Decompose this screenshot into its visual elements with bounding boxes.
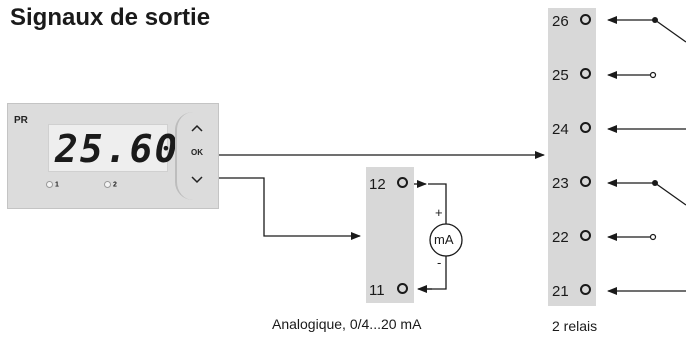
terminal-24: 24 bbox=[552, 121, 591, 138]
terminal-26: 26 bbox=[552, 13, 591, 30]
up-button[interactable] bbox=[181, 120, 213, 138]
led-label: 2 bbox=[113, 181, 117, 189]
terminal-21: 21 bbox=[552, 283, 591, 300]
brand-logo: PR bbox=[14, 115, 28, 126]
panel-display-unit: PR 25.60 1 2 OK bbox=[7, 103, 219, 209]
milliammeter-label: mA bbox=[434, 232, 454, 247]
analog-signal-arrow bbox=[219, 177, 361, 240]
chevron-down-icon bbox=[191, 176, 203, 184]
terminal-25: 25 bbox=[552, 67, 591, 84]
lcd-display: 25.60 bbox=[48, 124, 177, 172]
terminal-screw-icon bbox=[397, 177, 408, 188]
terminal-23: 23 bbox=[552, 175, 591, 192]
contact-open-icon bbox=[649, 71, 657, 79]
contact-pivot-icon bbox=[652, 17, 658, 23]
terminal-screw-icon bbox=[580, 14, 591, 25]
terminal-screw-icon bbox=[580, 68, 591, 79]
terminal-22: 22 bbox=[552, 229, 591, 246]
led-indicator-icon bbox=[104, 181, 111, 188]
terminal-screw-icon bbox=[397, 283, 408, 294]
relay-switch-1 bbox=[654, 19, 686, 43]
loop-wire-top bbox=[428, 183, 447, 224]
page-title: Signaux de sortie bbox=[10, 4, 211, 31]
relay-led-2: 2 bbox=[104, 181, 117, 188]
terminal-11: 11 bbox=[369, 282, 408, 299]
minus-sign: - bbox=[437, 255, 442, 270]
chevron-up-icon bbox=[191, 124, 203, 132]
led-indicator-icon bbox=[46, 181, 53, 188]
down-button[interactable] bbox=[181, 172, 213, 190]
contact-pivot-icon bbox=[652, 180, 658, 186]
terminal-screw-icon bbox=[580, 122, 591, 133]
terminal-12: 12 bbox=[369, 176, 408, 193]
loop-wire-bottom bbox=[424, 256, 447, 290]
contact-open-icon bbox=[649, 233, 657, 241]
keypad: OK bbox=[175, 112, 215, 200]
analog-terminal-strip bbox=[366, 167, 414, 303]
relay-switch-2 bbox=[654, 182, 686, 206]
led-label: 1 bbox=[55, 181, 59, 189]
relay-caption: 2 relais bbox=[552, 318, 598, 334]
terminal-screw-icon bbox=[580, 284, 591, 295]
display-reading: 25.60 bbox=[55, 127, 180, 171]
milliammeter-icon bbox=[429, 223, 463, 257]
relay-terminal-strip bbox=[548, 8, 596, 306]
relay-led-1: 1 bbox=[46, 181, 59, 188]
analog-caption: Analogique, 0/4...20 mA bbox=[272, 316, 422, 332]
ok-button[interactable]: OK bbox=[191, 148, 203, 157]
terminal-screw-icon bbox=[580, 230, 591, 241]
terminal-screw-icon bbox=[580, 176, 591, 187]
plus-sign: + bbox=[435, 205, 443, 220]
